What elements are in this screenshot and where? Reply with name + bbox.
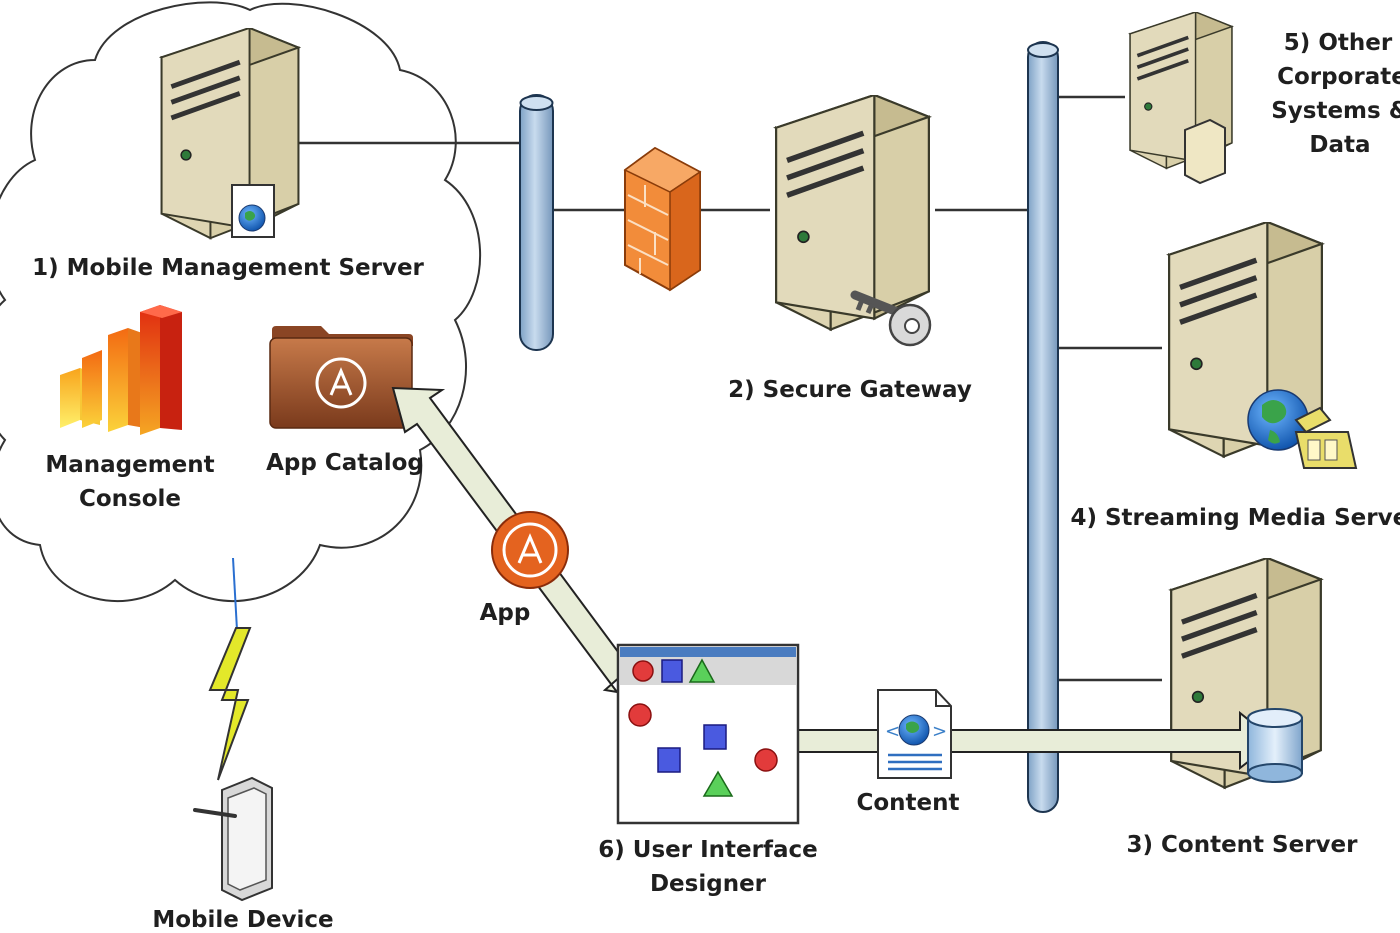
ui-designer-label-line2: Designer [650, 871, 767, 897]
app-folder-icon[interactable] [269, 326, 413, 429]
ui-designer-label-line1: 6) User Interface [598, 837, 817, 863]
other-systems-label-line3: Systems & [1271, 98, 1400, 124]
mobile-management-server[interactable] [162, 28, 299, 238]
other-systems-label-line2: Corporate [1277, 64, 1400, 90]
streaming-media-server[interactable] [1169, 222, 1358, 469]
other-systems-label-line4: Data [1309, 132, 1370, 158]
app-label: App [480, 600, 531, 626]
mobile-management-server-label: 1) Mobile Management Server [32, 255, 424, 281]
cloud-region [0, 1, 481, 602]
management-console-label-line1: Management [45, 452, 214, 478]
network-lines [230, 95, 1162, 682]
document-icon [1184, 118, 1226, 185]
app-badge-icon[interactable] [491, 511, 569, 589]
svg-text:>: > [932, 721, 947, 742]
lightning-icon [208, 557, 252, 781]
key-icon [850, 290, 932, 347]
web-document-icon[interactable]: < > [877, 689, 952, 779]
film-strip-icon [1294, 406, 1358, 469]
mobile-device-label: Mobile Device [152, 907, 333, 933]
globe-icon [231, 184, 275, 238]
database-icon [1247, 708, 1303, 783]
content-label: Content [856, 790, 959, 816]
other-corporate-systems-server[interactable] [1128, 12, 1234, 185]
tablet-icon[interactable] [193, 776, 273, 902]
svg-text:<: < [885, 721, 900, 742]
secure-gateway-label: 2) Secure Gateway [728, 377, 972, 403]
management-console-label-line2: Console [79, 486, 181, 512]
firewall-icon[interactable] [623, 146, 702, 292]
network-bus-left [519, 94, 554, 351]
streaming-media-server-label: 4) Streaming Media Server [1070, 505, 1400, 531]
secure-gateway-server[interactable] [776, 95, 932, 347]
app-catalog-label: App Catalog [266, 450, 424, 476]
bar-chart-icon[interactable] [60, 305, 182, 435]
ui-designer-window[interactable] [616, 643, 800, 825]
content-server-label: 3) Content Server [1127, 832, 1359, 858]
other-systems-label-line1: 5) Other [1284, 30, 1393, 56]
network-bus-right [1027, 41, 1059, 813]
